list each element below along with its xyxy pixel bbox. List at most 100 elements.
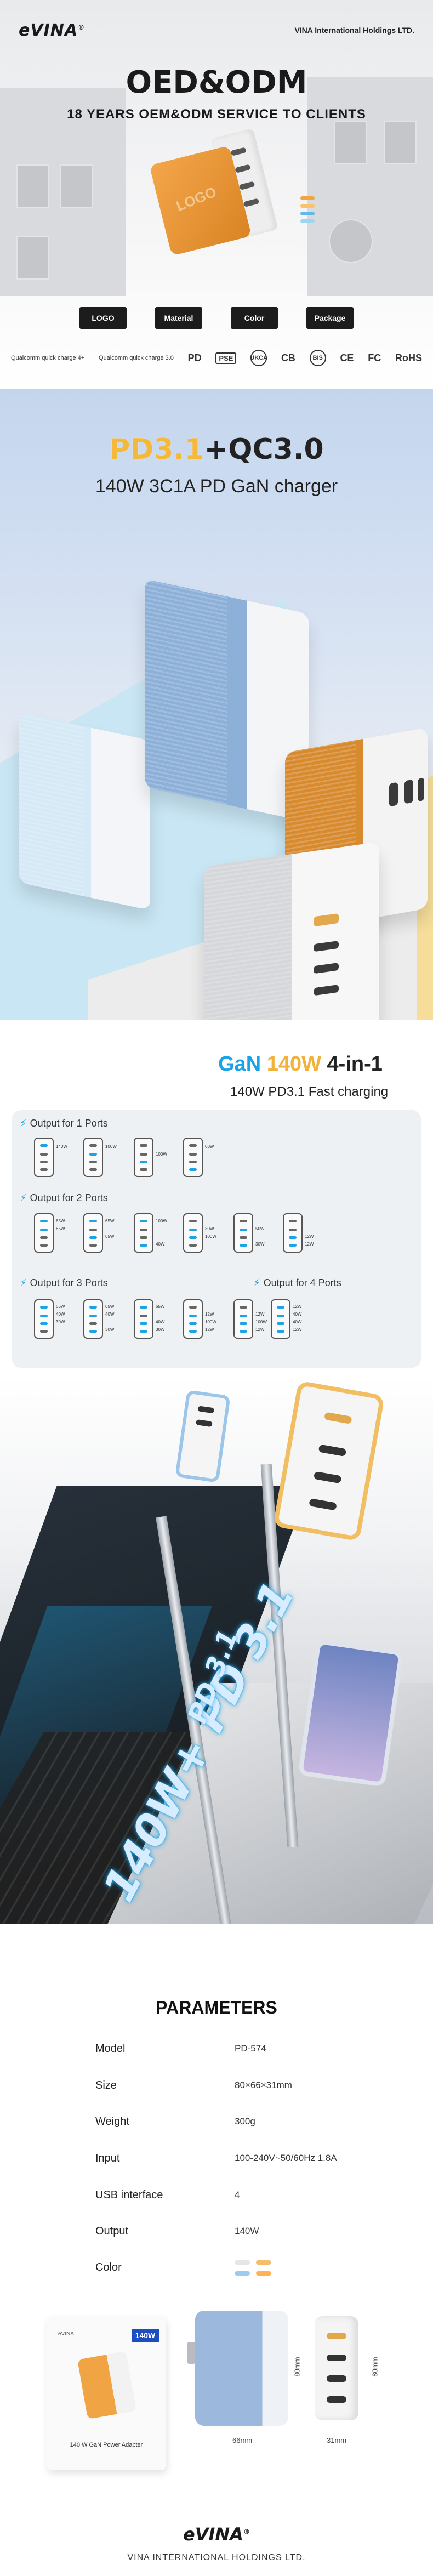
port-diagram bbox=[283, 1213, 303, 1253]
wattage-label: 30W bbox=[56, 1320, 65, 1324]
cb-cert: CB bbox=[281, 352, 295, 363]
brand-logo[interactable]: eVINA® bbox=[19, 20, 86, 40]
footer-logo[interactable]: eVINA® bbox=[183, 2524, 250, 2545]
ukca-cert: UKCA bbox=[250, 350, 267, 366]
dimension-height: 80mm bbox=[293, 2357, 301, 2377]
wattage-label: 12W bbox=[205, 1327, 214, 1332]
top-bar: eVINA® VINA International Holdings LTD. bbox=[0, 0, 433, 60]
package-box-image: eVINA 140W 140 W GaN Power Adapter bbox=[47, 2317, 166, 2470]
wattage-label: 65W bbox=[105, 1304, 115, 1309]
window-decor bbox=[334, 121, 367, 164]
customization-options: LOGO Material Color Package bbox=[0, 307, 433, 329]
port-diagram bbox=[233, 1213, 253, 1253]
port-diagram bbox=[271, 1299, 290, 1339]
wattage-label: 12W bbox=[255, 1327, 265, 1332]
dimension-depth: 31mm bbox=[327, 2436, 347, 2444]
product-subtitle: 140W 3C1A PD GaN charger bbox=[95, 476, 338, 497]
pd-cert: PD bbox=[187, 352, 202, 363]
rohs-cert: RoHS bbox=[395, 352, 422, 363]
port-diagram bbox=[183, 1299, 203, 1339]
window-decor bbox=[16, 164, 49, 208]
charger-small-image bbox=[175, 1390, 231, 1483]
bolt-icon: ⚡ bbox=[20, 1277, 27, 1288]
port-diagram bbox=[34, 1213, 54, 1253]
section-4-ports: ⚡Output for 4 Ports bbox=[253, 1277, 341, 1288]
product-title: PD3.1+QC3.0 bbox=[109, 433, 324, 466]
certification-row: Qualcomm quick charge 4+ Qualcomm quick … bbox=[11, 350, 422, 366]
color-swatch[interactable] bbox=[255, 2260, 271, 2265]
port-diagram bbox=[134, 1299, 153, 1339]
gan-subtitle: 140W PD3.1 Fast charging bbox=[230, 1084, 389, 1099]
section-3-ports: ⚡Output for 3 Ports bbox=[20, 1277, 108, 1288]
wattage-label: 140W bbox=[56, 1144, 67, 1149]
wattage-label: 12W bbox=[305, 1242, 314, 1247]
color-swatch bbox=[300, 196, 315, 200]
color-swatches bbox=[235, 2256, 275, 2278]
wattage-label: 40W bbox=[105, 1312, 115, 1317]
wattage-label: 40W bbox=[293, 1320, 302, 1324]
qualcomm-qc3-cert: Qualcomm quick charge 3.0 bbox=[98, 355, 174, 361]
wattage-label: 65W bbox=[56, 1219, 65, 1224]
color-swatch[interactable] bbox=[255, 2271, 271, 2276]
port-diagram bbox=[233, 1299, 253, 1339]
qualcomm-qc4-cert: Qualcomm quick charge 4+ bbox=[11, 355, 85, 361]
port-diagram bbox=[183, 1213, 203, 1253]
charger-blue-image bbox=[145, 579, 309, 822]
charger-side-view-image bbox=[195, 2311, 288, 2426]
wattage-label: 50W bbox=[255, 1226, 265, 1231]
port-diagram bbox=[83, 1299, 103, 1339]
hero-title: OED&ODM bbox=[126, 65, 307, 100]
wattage-label: 30W bbox=[156, 1327, 165, 1332]
hero-subtitle: 18 YEARS OEM&ODM SERVICE TO CLIENTS bbox=[67, 107, 366, 122]
wattage-label: 100W bbox=[105, 1144, 117, 1149]
section-2-ports: ⚡Output for 2 Ports bbox=[20, 1192, 108, 1203]
gan-title: GaN 140W 4-in-1 bbox=[218, 1053, 383, 1076]
wattage-label: 12W bbox=[305, 1234, 314, 1239]
option-package-button[interactable]: Package bbox=[306, 307, 354, 329]
wattage-label: 40W bbox=[56, 1312, 65, 1317]
option-logo-button[interactable]: LOGO bbox=[79, 307, 127, 329]
color-swatch bbox=[300, 204, 315, 208]
option-material-button[interactable]: Material bbox=[155, 307, 202, 329]
wattage-label: 12W bbox=[205, 1312, 214, 1317]
charger-front-view-image bbox=[315, 2316, 358, 2420]
option-color-button[interactable]: Color bbox=[231, 307, 278, 329]
bolt-icon: ⚡ bbox=[253, 1277, 260, 1288]
company-name: VINA International Holdings LTD. bbox=[294, 26, 414, 35]
plug-image bbox=[187, 2342, 195, 2364]
bolt-icon: ⚡ bbox=[20, 1192, 27, 1203]
color-swatch bbox=[300, 219, 315, 223]
charger-white-image bbox=[204, 841, 379, 1020]
wattage-label: 100W bbox=[156, 1219, 167, 1224]
parameters-title: PARAMETERS bbox=[156, 1998, 277, 2017]
wattage-label: 100W bbox=[205, 1234, 216, 1239]
wattage-label: 65W bbox=[56, 1304, 65, 1309]
charger-light-blue-image bbox=[19, 712, 150, 911]
wattage-label: 30W bbox=[105, 1327, 115, 1332]
wattage-label: 100W bbox=[205, 1320, 216, 1324]
wattage-label: 30W bbox=[205, 1226, 214, 1231]
wattage-label: 100W bbox=[156, 1152, 167, 1157]
bolt-icon: ⚡ bbox=[20, 1118, 27, 1129]
wattage-label: 30W bbox=[255, 1242, 265, 1247]
pse-cert: PSE bbox=[215, 352, 237, 364]
wattage-label: 65W bbox=[156, 1304, 165, 1309]
footer: eVINA® VINA INTERNATIONAL HOLDINGS LTD. bbox=[0, 2524, 433, 2576]
color-swatch[interactable] bbox=[235, 2271, 250, 2276]
fc-cert: FC bbox=[368, 352, 381, 363]
dimension-width: 66mm bbox=[232, 2436, 253, 2444]
window-decor bbox=[329, 219, 373, 263]
wattage-label: 60W bbox=[205, 1144, 214, 1149]
ce-cert: CE bbox=[340, 352, 354, 363]
color-swatch[interactable] bbox=[235, 2260, 250, 2265]
port-diagram bbox=[34, 1138, 54, 1177]
port-diagram bbox=[34, 1299, 54, 1339]
window-decor bbox=[16, 236, 49, 280]
dimension-height-front: 80mm bbox=[371, 2357, 379, 2377]
port-diagram bbox=[83, 1213, 103, 1253]
